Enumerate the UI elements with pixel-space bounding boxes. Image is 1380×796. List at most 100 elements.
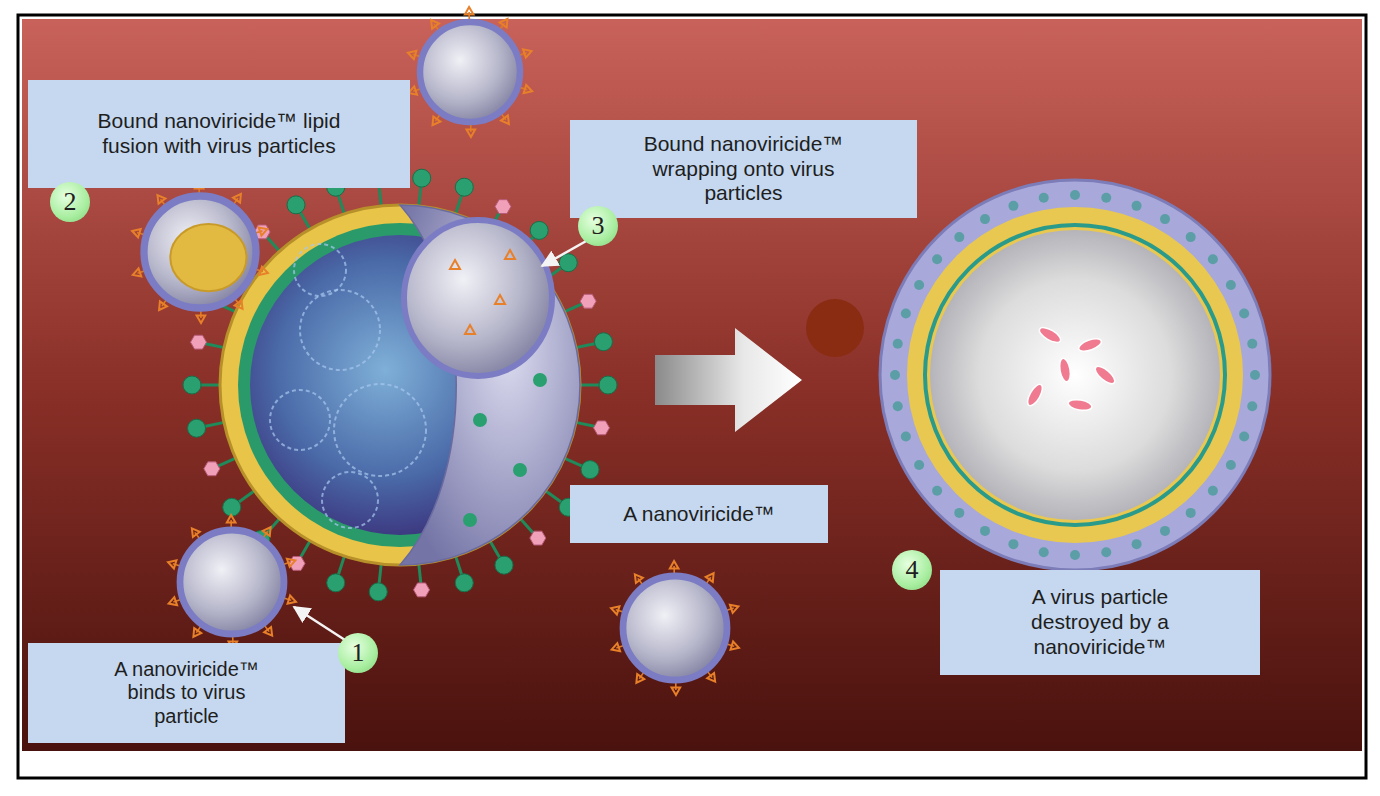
envelope-spot: [890, 370, 900, 380]
spike-protein: [463, 513, 477, 527]
callout-number: 1: [352, 640, 365, 666]
genome-fragment: [1037, 325, 1063, 346]
spike-protein: [455, 178, 473, 196]
ligand: [465, 325, 475, 334]
envelope-spot: [914, 460, 924, 470]
ligand: [466, 129, 475, 137]
spike-protein: [191, 335, 207, 349]
destroyed-membrane: [925, 225, 1225, 525]
envelope-spot: [1250, 370, 1260, 380]
callout-circle: 4: [892, 550, 932, 590]
ligand: [133, 268, 142, 276]
spike-protein: [289, 556, 305, 570]
ligand: [500, 19, 508, 28]
ligand: [501, 115, 509, 124]
ligand: [635, 574, 643, 583]
spike-protein: [530, 531, 546, 545]
envelope-spot: [1039, 193, 1049, 203]
process-arrow: [655, 328, 802, 432]
particle-shell: [180, 530, 284, 634]
ligand: [672, 687, 681, 695]
spike-protein: [530, 221, 548, 239]
envelope-spot: [980, 214, 990, 224]
ligand: [132, 229, 140, 237]
ligand: [259, 267, 267, 275]
nanoviricide-particle: [132, 181, 268, 323]
ligand: [731, 641, 739, 649]
ligand: [524, 85, 532, 93]
envelope-spot: [954, 508, 964, 518]
envelope-spot: [893, 401, 903, 411]
text-box: Bound nanoviricide™ wrapping onto virus …: [570, 120, 917, 218]
envelope-spot: [1226, 460, 1236, 470]
box-text: Bound nanoviricide™ wrapping onto virus …: [629, 132, 859, 206]
destroyed-core: [930, 230, 1220, 520]
ligand: [263, 527, 271, 536]
virus-genome: [300, 290, 380, 370]
envelope-spot: [1070, 190, 1080, 200]
envelope-spot: [1101, 547, 1111, 557]
envelope-spot: [1247, 339, 1257, 349]
ligand: [433, 116, 441, 125]
particle-shell: [420, 22, 520, 122]
text-box: A nanoviricide™ binds to virus particle: [28, 643, 345, 743]
ligand: [450, 260, 460, 269]
genome-fragment: [1025, 382, 1046, 408]
text-box: A nanoviricide™: [570, 485, 828, 543]
ligand: [611, 606, 619, 614]
brown-dot: [806, 299, 864, 357]
ligand: [227, 515, 236, 523]
ligand: [612, 643, 621, 651]
fused-lipid: [170, 224, 246, 291]
callout-number: 2: [64, 189, 77, 215]
ligand: [706, 573, 714, 582]
ligand: [287, 559, 296, 567]
callout-number: 4: [906, 557, 919, 583]
envelope-spot: [1070, 550, 1080, 560]
envelope-spot: [1186, 508, 1196, 518]
virus-genome: [322, 472, 378, 528]
envelope-spot: [1247, 401, 1257, 411]
spike-protein: [455, 574, 473, 592]
ligand: [431, 20, 439, 29]
spike-protein: [188, 419, 206, 437]
spike-protein: [287, 196, 305, 214]
ligand: [159, 301, 167, 310]
ligand: [495, 295, 505, 304]
envelope-spot: [954, 232, 964, 242]
background: [22, 19, 1362, 751]
envelope-spot: [901, 308, 911, 318]
ligand: [233, 194, 241, 203]
nanoviricide-particle: [408, 7, 532, 137]
ligand: [169, 597, 178, 605]
destroyed-envelope: [880, 180, 1270, 570]
spike-protein: [513, 463, 527, 477]
box-text: A nanoviricide™ binds to virus particle: [99, 658, 274, 729]
frame: [18, 15, 1366, 778]
ligand: [193, 628, 201, 637]
leader-line: [542, 240, 588, 266]
ligand: [157, 195, 165, 204]
ligand: [235, 300, 243, 309]
ligand: [636, 674, 644, 683]
spike-protein: [183, 376, 201, 394]
callout-circle: 1: [338, 633, 378, 673]
virus-envelope: [220, 205, 580, 565]
nanoviricide-particle: [168, 515, 296, 649]
ligand: [197, 315, 206, 323]
envelope-spot: [932, 254, 942, 264]
genome-fragment: [1077, 336, 1103, 354]
leader-line: [294, 607, 345, 640]
envelope-spot: [893, 339, 903, 349]
envelope-spot: [1226, 280, 1236, 290]
spike-protein: [594, 333, 612, 351]
spike-protein: [593, 421, 609, 435]
ligand: [408, 51, 416, 59]
genome-fragment: [1067, 398, 1092, 412]
envelope-spot: [901, 432, 911, 442]
spike-protein: [580, 294, 596, 308]
envelope-spot: [1208, 486, 1218, 496]
spike-protein: [473, 413, 487, 427]
spike-protein: [533, 373, 547, 387]
ligand: [259, 227, 268, 235]
